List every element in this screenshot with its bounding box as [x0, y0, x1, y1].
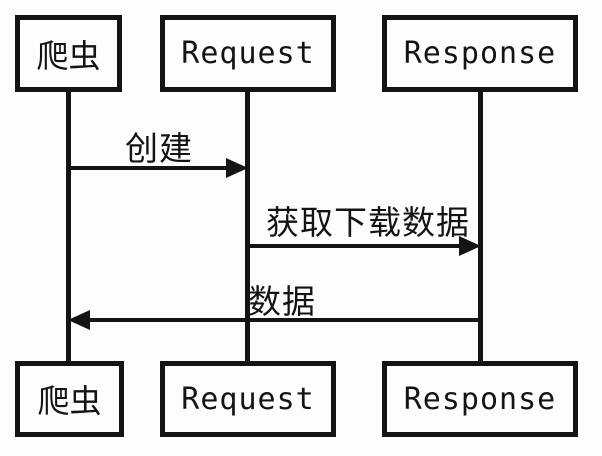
actor-box-response-bottom: Response	[382, 361, 578, 437]
actor-box-crawler-bottom: 爬虫	[15, 361, 124, 437]
actor-box-crawler-top: 爬虫	[15, 15, 122, 92]
actor-box-request-bottom: Request	[160, 361, 336, 437]
actor-box-response-top: Response	[382, 15, 578, 92]
actor-label-crawler: 爬虫	[37, 382, 102, 420]
arrowhead-right-icon	[459, 236, 481, 256]
actor-label-crawler: 爬虫	[36, 36, 101, 75]
lifeline-crawler	[66, 90, 71, 363]
actor-box-request-top: Request	[160, 15, 336, 92]
actor-label-response: Response	[403, 381, 557, 417]
message-fetch-data-label: 获取下载数据	[266, 203, 470, 242]
message-create-line	[68, 166, 230, 170]
message-create-label: 创建	[125, 129, 193, 168]
arrowhead-right-icon	[226, 158, 248, 178]
actor-label-request: Request	[181, 36, 315, 71]
message-fetch-data-line	[247, 244, 461, 248]
arrowhead-left-icon	[68, 310, 90, 330]
actor-label-request: Request	[181, 381, 315, 417]
lifeline-request	[245, 90, 250, 363]
message-data-label: 数据	[248, 282, 316, 321]
lifeline-response	[478, 90, 483, 363]
message-data-line	[88, 318, 481, 322]
actor-label-response: Response	[403, 36, 557, 71]
